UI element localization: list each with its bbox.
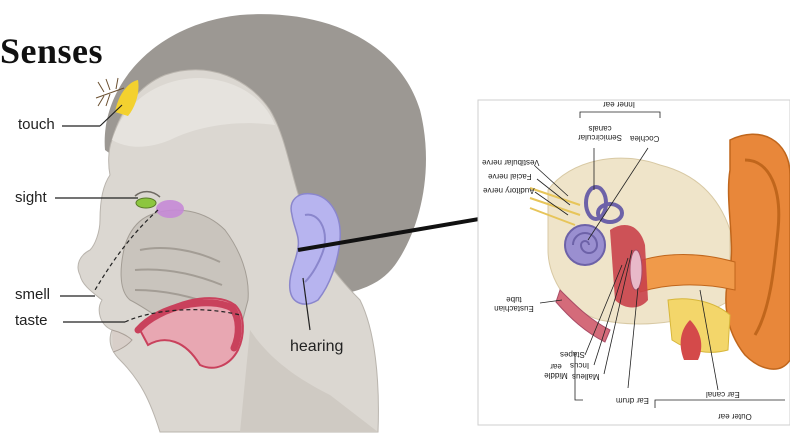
label-hearing: hearing bbox=[290, 338, 343, 356]
label-malleus: Malleus bbox=[572, 372, 600, 381]
label-eustachian-tube: Eustachian tube bbox=[490, 295, 538, 313]
outer-ear-pinna bbox=[726, 134, 790, 369]
ear-drum-shape bbox=[630, 250, 642, 290]
eye bbox=[136, 198, 156, 208]
label-incus: Incus bbox=[570, 361, 589, 370]
ear-inset bbox=[478, 100, 790, 425]
cochlea-shape bbox=[565, 225, 605, 265]
label-ear-canal: Ear canal bbox=[706, 390, 740, 399]
label-cochlea: Cochlea bbox=[630, 134, 659, 143]
label-smell: smell bbox=[15, 286, 50, 303]
label-semicircular-canals: Semicircular canals bbox=[578, 124, 618, 142]
label-stapes: Stapes bbox=[560, 350, 585, 359]
label-auditory-nerve: Auditory nerve bbox=[483, 186, 535, 195]
label-outer-ear: Outer ear bbox=[718, 412, 752, 421]
label-facial-nerve: Facial nerve bbox=[488, 172, 532, 181]
label-sight: sight bbox=[15, 189, 47, 206]
label-vestibular-nerve: Vestibular nerve bbox=[482, 158, 539, 167]
label-taste: taste bbox=[15, 312, 48, 329]
label-touch: touch bbox=[18, 116, 55, 133]
label-ear-drum: Ear drum bbox=[616, 396, 649, 405]
label-middle-ear: Middle ear bbox=[540, 362, 572, 380]
olfactory-highlight bbox=[156, 200, 184, 218]
page-title: Senses bbox=[0, 30, 103, 72]
label-inner-ear: Inner ear bbox=[603, 100, 635, 109]
